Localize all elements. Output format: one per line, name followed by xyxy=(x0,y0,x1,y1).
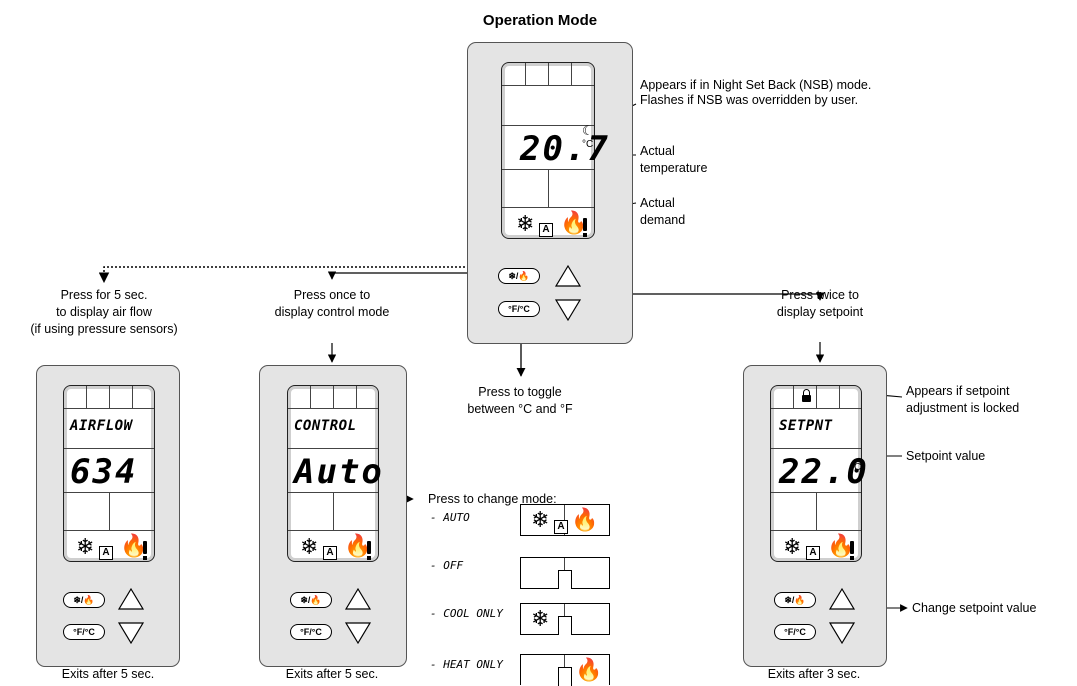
unit-toggle-button[interactable]: °F/°C xyxy=(290,624,332,640)
triangle-up-icon[interactable] xyxy=(117,586,145,612)
auto-icon: A xyxy=(323,546,337,560)
airflow-label: AIRFLOW xyxy=(70,418,133,434)
control-instruction-2: display control mode xyxy=(274,305,390,319)
airflow-exit-note: Exits after 5 sec. xyxy=(61,667,155,681)
auto-icon: A xyxy=(99,546,113,560)
mode-indicator-cool: ❄ xyxy=(520,603,610,635)
mode-button[interactable]: ❄/🔥 xyxy=(290,592,332,608)
triangle-down-icon[interactable] xyxy=(554,297,582,323)
auto-icon: A xyxy=(554,520,568,534)
actual-demand-label-1: Actual xyxy=(640,196,675,210)
setpoint-unit: °C xyxy=(850,462,862,473)
mode-button[interactable]: ❄/🔥 xyxy=(774,592,816,608)
exclamation-icon xyxy=(583,218,587,237)
lcd-display-setpoint: SETPNT 22.0 °C ❄ A 🔥 xyxy=(770,385,867,562)
toggle-note-2: between °C and °F xyxy=(467,402,573,416)
nsb-note-line1: Appears if in Night Set Back (NSB) mode. xyxy=(640,78,872,92)
mode-indicator-off xyxy=(520,557,610,589)
actual-temp-label-1: Actual xyxy=(640,144,675,158)
change-setpoint-note: Change setpoint value xyxy=(912,601,1037,615)
auto-icon: A xyxy=(539,223,553,237)
flame-icon: 🔥 xyxy=(571,507,599,532)
setpoint-value: 22.0 xyxy=(779,452,869,492)
mode-button[interactable]: ❄/🔥 xyxy=(63,592,105,608)
thermostat-control: CONTROL Auto ❄ A 🔥 ❄/🔥 °F/°C xyxy=(259,365,407,667)
snowflake-icon: ❄ xyxy=(531,606,550,631)
flame-icon: 🔥 xyxy=(344,533,372,558)
setpoint-instruction-1: Press twice to xyxy=(781,288,859,302)
mode-indicator-auto: ❄ A 🔥 xyxy=(520,504,610,536)
temperature-unit: °C xyxy=(582,139,594,150)
unit-toggle-button[interactable]: °F/°C xyxy=(63,624,105,640)
snowflake-icon: ❄ xyxy=(531,507,550,532)
setpoint-exit-note: Exits after 3 sec. xyxy=(767,667,861,681)
flame-icon: 🔥 xyxy=(575,657,603,682)
unit-toggle-button[interactable]: °F/°C xyxy=(774,624,816,640)
airflow-instruction-3: (if using pressure sensors) xyxy=(30,322,178,336)
flame-icon: 🔥 xyxy=(560,210,588,235)
mode-option-auto: - AUTO xyxy=(430,511,470,524)
control-label: CONTROL xyxy=(294,418,357,434)
lock-icon xyxy=(802,389,811,402)
mode-option-heat-only: - HEAT ONLY xyxy=(430,658,503,671)
control-value: Auto xyxy=(294,452,384,492)
triangle-down-icon[interactable] xyxy=(344,620,372,646)
thermostat-airflow: AIRFLOW 634 ❄ A 🔥 ❄/🔥 °F/°C xyxy=(36,365,180,667)
actual-temp-label-2: temperature xyxy=(640,161,708,175)
change-mode-label: Press to change mode: xyxy=(428,492,557,506)
lcd-display-control: CONTROL Auto ❄ A 🔥 xyxy=(287,385,382,562)
moon-icon: ☾ xyxy=(582,123,594,138)
unit-toggle-button[interactable]: °F/°C xyxy=(498,301,540,317)
airflow-instruction-2: to display air flow xyxy=(56,305,152,319)
lcd-display: ☾ 20.7 °C ❄ A 🔥 xyxy=(501,62,608,239)
exclamation-icon xyxy=(367,541,371,560)
control-instruction-1: Press once to xyxy=(293,288,371,302)
triangle-down-icon[interactable] xyxy=(117,620,145,646)
triangle-up-icon[interactable] xyxy=(554,263,582,289)
snowflake-icon: ❄ xyxy=(783,534,802,559)
mode-button[interactable]: ❄/🔥 xyxy=(498,268,540,284)
thermostat-main: ☾ 20.7 °C ❄ A 🔥 ❄/🔥 °F/°C xyxy=(467,42,633,344)
snowflake-icon: ❄ xyxy=(516,211,535,236)
mode-option-cool-only: - COOL ONLY xyxy=(430,607,503,620)
setpoint-label: SETPNT xyxy=(779,418,833,434)
setpoint-instruction-2: display setpoint xyxy=(776,305,864,319)
mode-indicator-heat: 🔥 xyxy=(520,654,610,686)
actual-temperature: 20.7 xyxy=(520,129,610,169)
setpoint-value-note: Setpoint value xyxy=(906,449,986,463)
airflow-instruction-1: Press for 5 sec. xyxy=(60,288,148,302)
auto-icon: A xyxy=(806,546,820,560)
locked-note-1: Appears if setpoint xyxy=(906,384,1010,398)
lcd-display-airflow: AIRFLOW 634 ❄ A 🔥 xyxy=(63,385,155,562)
actual-demand-label-2: demand xyxy=(640,213,686,227)
locked-note-2: adjustment is locked xyxy=(906,401,1020,415)
nsb-note-line2: Flashes if NSB was overridden by user. xyxy=(640,93,859,107)
triangle-down-icon[interactable] xyxy=(828,620,856,646)
page-title: Operation Mode xyxy=(482,12,598,29)
exclamation-icon xyxy=(143,541,147,560)
mode-option-off: - OFF xyxy=(430,559,464,572)
toggle-note-1: Press to toggle xyxy=(478,385,562,399)
snowflake-icon: ❄ xyxy=(300,534,319,559)
exclamation-icon xyxy=(850,541,854,560)
thermostat-setpoint: SETPNT 22.0 °C ❄ A 🔥 ❄/🔥 °F/°C xyxy=(743,365,887,667)
triangle-up-icon[interactable] xyxy=(828,586,856,612)
airflow-value: 634 xyxy=(70,452,138,492)
snowflake-icon: ❄ xyxy=(76,534,95,559)
flame-icon: 🔥 xyxy=(827,533,855,558)
flame-icon: 🔥 xyxy=(120,533,148,558)
triangle-up-icon[interactable] xyxy=(344,586,372,612)
control-exit-note: Exits after 5 sec. xyxy=(285,667,379,681)
